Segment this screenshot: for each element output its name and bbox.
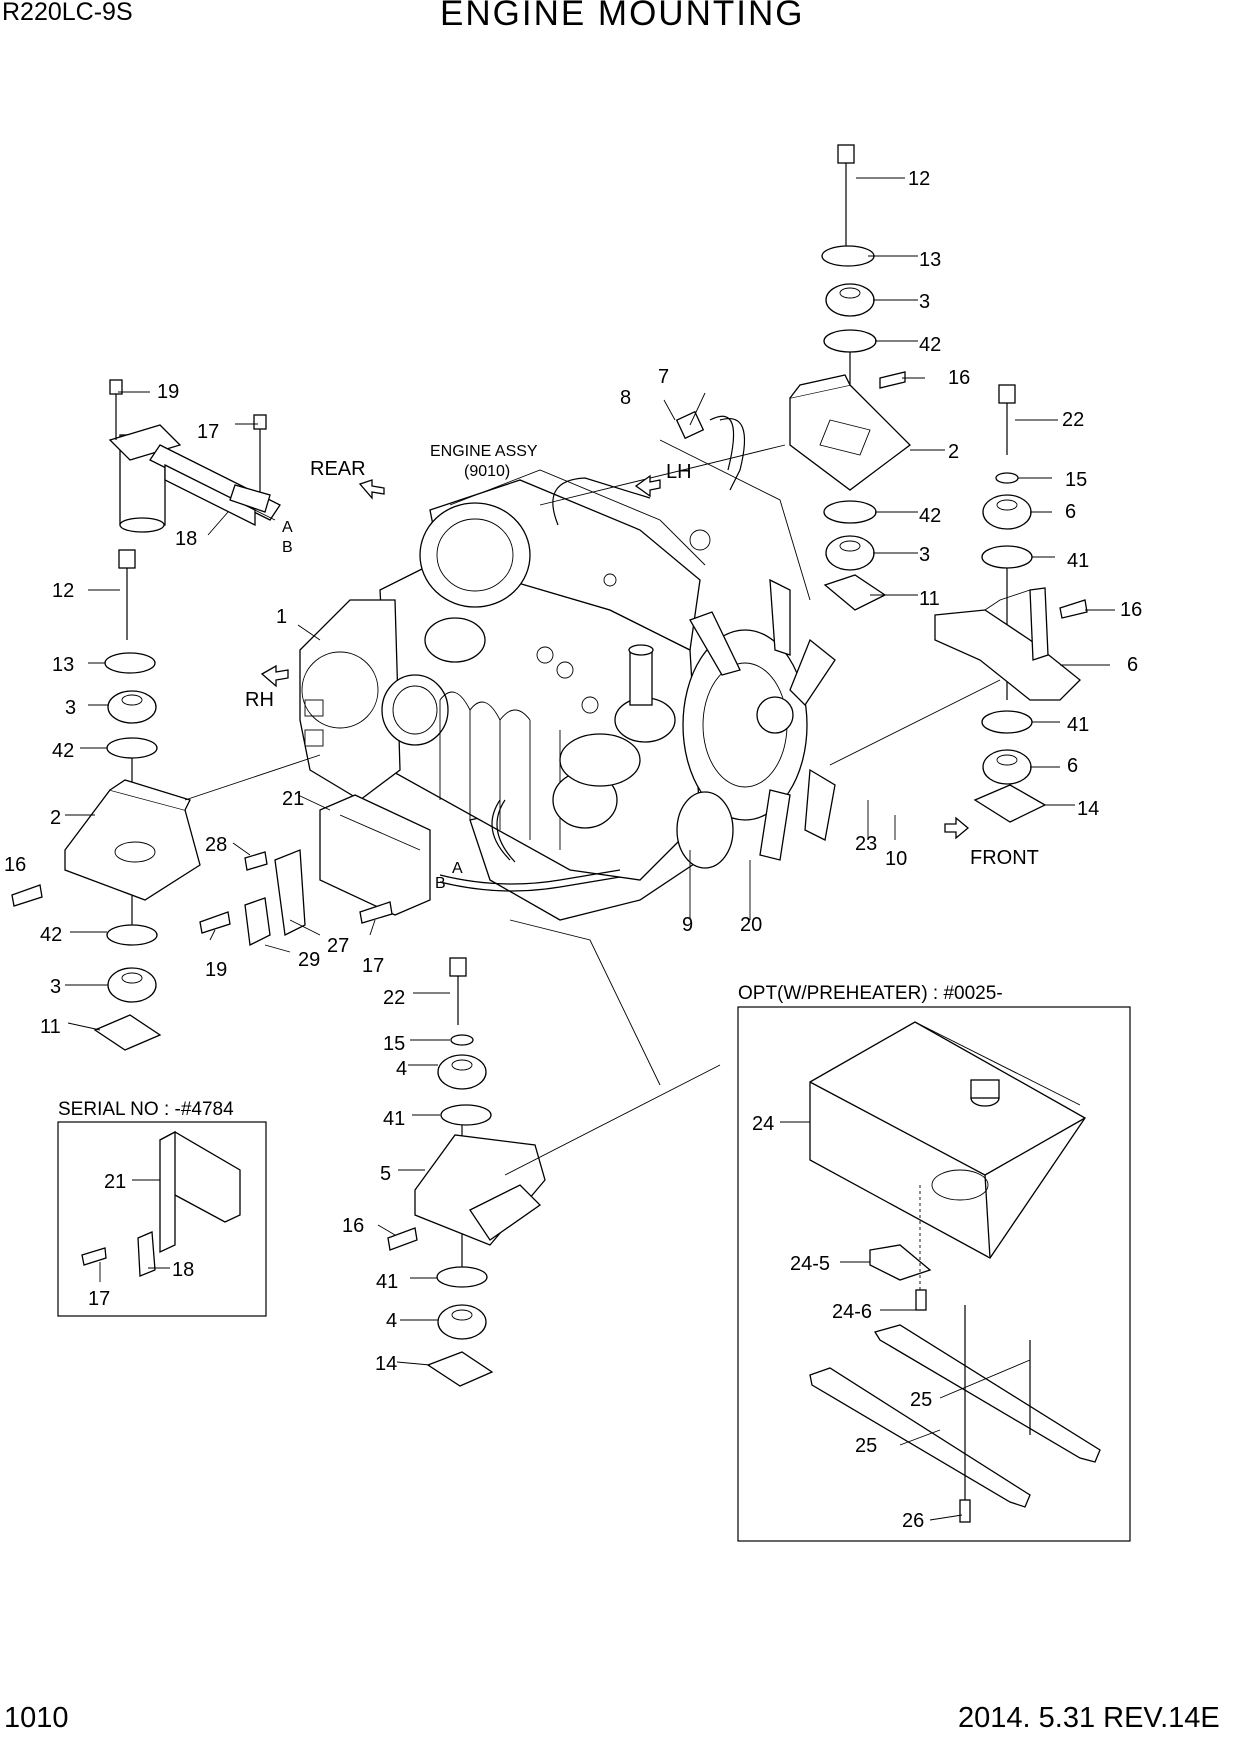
revision-date: 2014. 5.31 REV.14E xyxy=(958,1702,1220,1734)
fuel-filter-assembly[interactable] xyxy=(108,379,281,533)
callout-3: 3 xyxy=(65,697,76,719)
callout-11: 11 xyxy=(919,588,940,610)
callout-14: 14 xyxy=(1077,798,1099,820)
callout-15: 15 xyxy=(383,1033,405,1055)
callout-14: 14 xyxy=(375,1353,397,1375)
callout-6: 6 xyxy=(1127,654,1138,676)
rh-label: RH xyxy=(245,689,274,711)
serial-variant-box xyxy=(57,1121,267,1317)
page-number: 1010 xyxy=(4,1702,69,1734)
callout-16: 16 xyxy=(948,367,970,389)
callout-3: 3 xyxy=(50,976,61,998)
callout-27: 27 xyxy=(327,935,349,957)
callout-41: 41 xyxy=(1067,550,1089,572)
lh-arrow-icon xyxy=(634,474,661,498)
callout-42: 42 xyxy=(40,924,62,946)
lh-label: LH xyxy=(666,461,692,483)
preheater-option-box xyxy=(737,1006,1131,1542)
callout-24-6: 24-6 xyxy=(832,1301,872,1323)
center-brackets[interactable] xyxy=(199,794,621,946)
callout-9: 9 xyxy=(682,914,693,936)
callout-22: 22 xyxy=(383,987,405,1009)
serial-box-title: SERIAL NO : -#4784 xyxy=(58,1099,234,1120)
pipe-a-label-top: A xyxy=(282,519,293,536)
pipe-b-label-top: B xyxy=(282,539,293,556)
option-box-title: OPT(W/PREHEATER) : #0025- xyxy=(738,983,1003,1004)
front-label: FRONT xyxy=(970,847,1039,869)
callout-12: 12 xyxy=(52,580,74,602)
pipe-a-label-mid: A xyxy=(452,860,463,877)
callout-23: 23 xyxy=(855,833,877,855)
callout-16: 16 xyxy=(342,1215,364,1237)
callout-7: 7 xyxy=(658,366,669,388)
callout-28: 28 xyxy=(205,834,227,856)
callout-21: 21 xyxy=(104,1171,126,1193)
callout-24-5: 24-5 xyxy=(790,1253,830,1275)
callout-19: 19 xyxy=(157,381,179,403)
callout-17: 17 xyxy=(88,1288,110,1310)
callout-41: 41 xyxy=(376,1271,398,1293)
callout-11: 11 xyxy=(40,1016,61,1038)
mount-stack-right-front[interactable] xyxy=(789,144,911,611)
callout-20: 20 xyxy=(740,914,762,936)
callout-42: 42 xyxy=(919,334,941,356)
callout-10: 10 xyxy=(885,848,907,870)
callout-17: 17 xyxy=(197,421,219,443)
mount-stack-right-rear[interactable] xyxy=(934,384,1088,823)
callout-25: 25 xyxy=(910,1389,932,1411)
callout-5: 5 xyxy=(380,1163,391,1185)
callout-6: 6 xyxy=(1067,755,1078,777)
page-title: ENGINE MOUNTING xyxy=(440,0,805,33)
callout-8: 8 xyxy=(620,387,631,409)
diagram-labels: ENGINE ASSY (9010) REAR LH RH FRONT OPT(… xyxy=(58,443,1039,1120)
callout-24: 24 xyxy=(752,1113,774,1135)
callout-6: 6 xyxy=(1065,501,1076,523)
callout-42: 42 xyxy=(52,740,74,762)
direction-arrows xyxy=(260,474,970,840)
rear-label: REAR xyxy=(310,458,366,480)
callout-17: 17 xyxy=(362,955,384,977)
callout-21: 21 xyxy=(282,788,304,810)
leader-lines xyxy=(65,177,1115,1521)
callout-2: 2 xyxy=(948,441,959,463)
callout-19: 19 xyxy=(205,959,227,981)
engine-assy-code: (9010) xyxy=(464,463,510,480)
callout-15: 15 xyxy=(1065,469,1087,491)
callout-18: 18 xyxy=(172,1259,194,1281)
callout-29: 29 xyxy=(298,949,320,971)
rh-arrow-icon xyxy=(260,664,289,688)
callout-4: 4 xyxy=(386,1310,397,1332)
pipe-b-label-mid: B xyxy=(435,875,446,892)
model-number: R220LC-9S xyxy=(2,0,133,26)
callout-numbers: 12 13 3 42 16 2 42 3 11 22 15 6 41 16 6 … xyxy=(4,168,1142,1532)
callout-16: 16 xyxy=(1120,599,1142,621)
callout-25: 25 xyxy=(855,1435,877,1457)
callout-18: 18 xyxy=(175,528,197,550)
mount-stack-left[interactable] xyxy=(11,549,201,1051)
rear-arrow-icon xyxy=(358,479,385,500)
callout-41: 41 xyxy=(383,1108,405,1130)
callout-41: 41 xyxy=(1067,714,1089,736)
front-arrow-icon xyxy=(944,816,970,840)
callout-3: 3 xyxy=(919,544,930,566)
callout-4: 4 xyxy=(396,1058,407,1080)
callout-1: 1 xyxy=(276,606,287,628)
callout-16: 16 xyxy=(4,854,26,876)
callout-22: 22 xyxy=(1062,409,1084,431)
mount-stack-center[interactable] xyxy=(387,957,546,1387)
engine-assembly[interactable] xyxy=(299,410,836,921)
callout-12: 12 xyxy=(908,168,930,190)
callout-26: 26 xyxy=(902,1510,924,1532)
callout-42: 42 xyxy=(919,505,941,527)
engine-assy-label: ENGINE ASSY xyxy=(430,443,538,460)
callout-2: 2 xyxy=(50,807,61,829)
callout-13: 13 xyxy=(52,654,74,676)
callout-3: 3 xyxy=(919,291,930,313)
callout-13: 13 xyxy=(919,249,941,271)
